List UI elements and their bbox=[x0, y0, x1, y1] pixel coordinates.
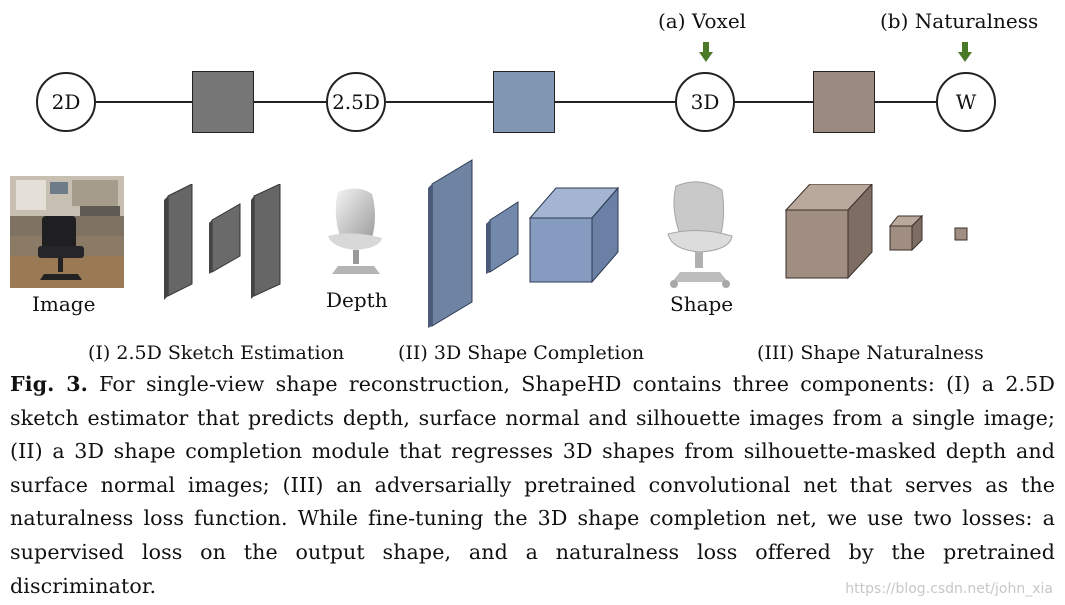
watermark: https://blog.csdn.net/john_xia bbox=[845, 581, 1053, 597]
depth-image bbox=[328, 188, 382, 274]
stage-label-sketch: (I) 2.5D Sketch Estimation bbox=[88, 342, 345, 364]
sketch-block bbox=[192, 71, 254, 133]
naturalness-label: (b) Naturalness bbox=[880, 9, 1039, 33]
stage-label-naturalness: (III) Shape Naturalness bbox=[757, 342, 984, 364]
image-label: Image bbox=[32, 292, 96, 316]
voxel-label: (a) Voxel bbox=[658, 9, 747, 33]
naturalness-block bbox=[813, 71, 875, 133]
caption-text: For single-view shape reconstruction, Sh… bbox=[10, 372, 1055, 598]
completion-network-layers bbox=[428, 159, 620, 328]
completion-block bbox=[493, 71, 555, 133]
pipeline-line bbox=[554, 101, 676, 103]
figure-number: Fig. 3. bbox=[10, 372, 88, 396]
shape-label: Shape bbox=[670, 292, 734, 316]
node-w: W bbox=[936, 72, 996, 132]
stage-label-completion: (II) 3D Shape Completion bbox=[398, 342, 645, 364]
input-photo bbox=[10, 176, 124, 288]
down-arrow-icon bbox=[958, 42, 972, 62]
node-2d: 2D bbox=[36, 72, 96, 132]
node-3d: 3D bbox=[675, 72, 735, 132]
shape-image bbox=[667, 181, 733, 288]
down-arrow-icon bbox=[699, 42, 713, 62]
pipeline-line bbox=[874, 101, 938, 103]
sketch-encoder-layers bbox=[164, 184, 281, 300]
figure-caption: Fig. 3. For single-view shape reconstruc… bbox=[10, 368, 1055, 603]
node-2-5d: 2.5D bbox=[326, 72, 386, 132]
pipeline-line bbox=[252, 101, 328, 103]
pipeline-line bbox=[734, 101, 814, 103]
pipeline-line bbox=[96, 101, 192, 103]
depth-label: Depth bbox=[326, 288, 388, 312]
naturalness-network-layers bbox=[784, 184, 968, 280]
pipeline-line bbox=[386, 101, 494, 103]
